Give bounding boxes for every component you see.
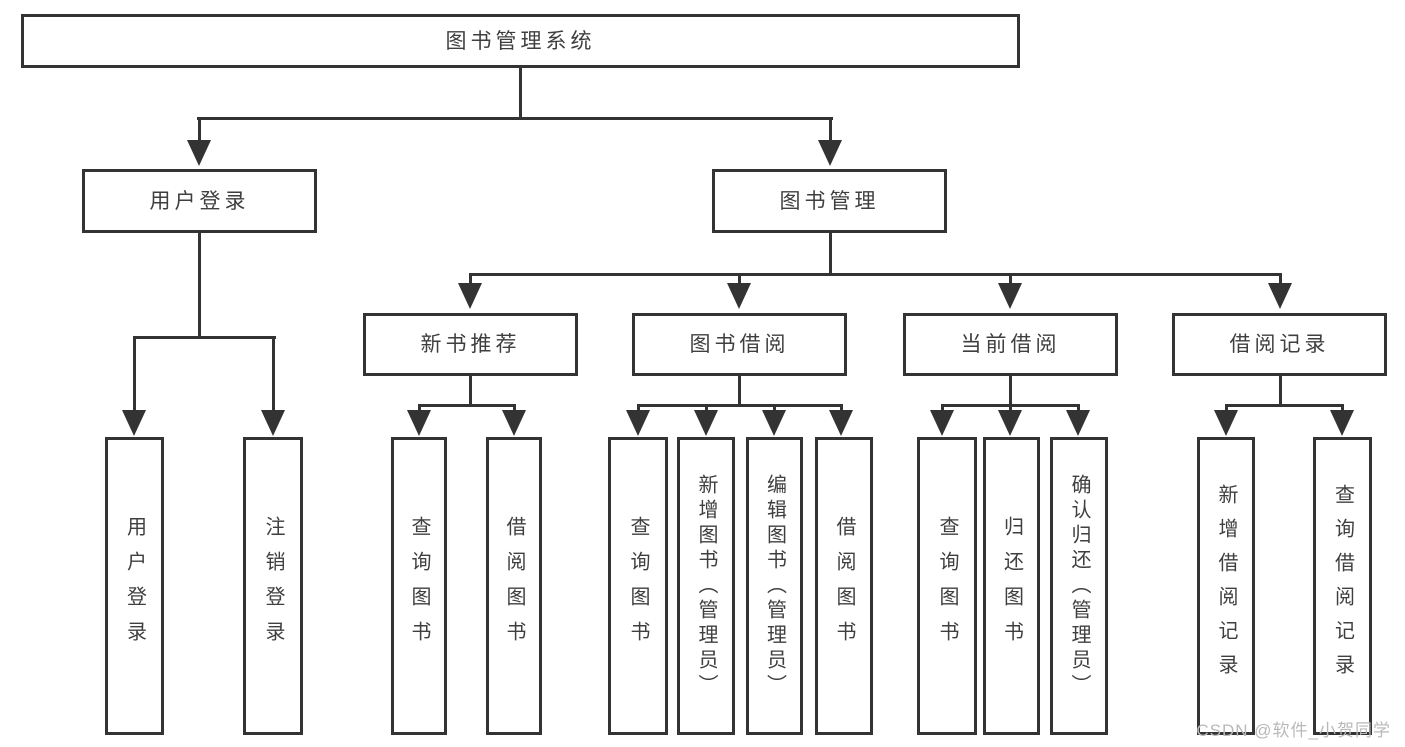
leaf-newbook-borrow-books-label: 借阅图书 (503, 516, 525, 656)
node-current-borrow-label: 当前借阅 (960, 333, 1061, 356)
connector-line (418, 404, 516, 407)
node-root: 图书管理系统 (21, 14, 1020, 68)
leaf-current-confirm-return-admin: 确认归还（管理员） (1050, 437, 1108, 735)
arrow-down-icon (998, 283, 1022, 309)
connector-line (198, 231, 201, 339)
leaf-borrow-borrow-books: 借阅图书 (815, 437, 873, 735)
connector-line (738, 273, 741, 286)
leaf-logout: 注销登录 (243, 437, 303, 735)
connector-line (1279, 273, 1282, 286)
connector-line (1077, 404, 1080, 413)
connector-line (738, 374, 741, 407)
connector-line (272, 336, 275, 413)
leaf-current-return-books-label: 归还图书 (1000, 516, 1023, 656)
connector-line (1225, 404, 1228, 413)
leaf-borrow-query-books: 查询图书 (608, 437, 668, 735)
leaf-borrow-borrow-books-label: 借阅图书 (833, 516, 855, 656)
node-borrow-records: 借阅记录 (1172, 313, 1387, 376)
connector-line (637, 404, 640, 413)
node-current-borrow: 当前借阅 (903, 313, 1118, 376)
leaf-borrow-edit-books-admin: 编辑图书（管理员） (746, 437, 803, 735)
leaf-newbook-borrow-books: 借阅图书 (486, 437, 542, 735)
arrow-down-icon (626, 410, 650, 436)
connector-line (840, 404, 843, 413)
leaf-borrow-add-books-admin-label: 新增图书（管理员） (695, 473, 717, 699)
connector-line (705, 404, 708, 413)
arrow-down-icon (930, 410, 954, 436)
connector-line (198, 117, 201, 143)
arrow-down-icon (502, 410, 526, 436)
connector-line (469, 374, 472, 407)
leaf-user-login: 用户登录 (105, 437, 164, 735)
connector-line (1225, 404, 1344, 407)
arrow-down-icon (1330, 410, 1354, 436)
arrow-down-icon (1066, 410, 1090, 436)
arrow-down-icon (407, 410, 431, 436)
connector-line (941, 404, 944, 413)
arrow-down-icon (694, 410, 718, 436)
connector-line (133, 336, 136, 413)
connector-line (197, 117, 833, 120)
leaf-current-query-books: 查询图书 (917, 437, 977, 735)
leaf-borrow-query-books-label: 查询图书 (627, 516, 649, 656)
leaf-current-query-books-label: 查询图书 (936, 516, 958, 656)
node-user-login: 用户登录 (82, 169, 317, 233)
connector-line (133, 336, 276, 339)
leaf-borrow-edit-books-admin-label: 编辑图书（管理员） (763, 473, 786, 699)
connector-line (469, 273, 472, 286)
leaf-records-add-record: 新增借阅记录 (1197, 437, 1255, 735)
arrow-down-icon (727, 283, 751, 309)
node-new-book-recommend: 新书推荐 (363, 313, 578, 376)
connector-line (829, 117, 832, 143)
arrow-down-icon (261, 410, 285, 436)
node-user-login-label: 用户登录 (149, 189, 250, 213)
arrow-down-icon (829, 410, 853, 436)
connector-line (1009, 374, 1012, 407)
node-book-borrow: 图书借阅 (632, 313, 847, 376)
node-root-label: 图书管理系统 (445, 29, 596, 53)
connector-line (519, 66, 522, 119)
connector-line (513, 404, 516, 413)
leaf-records-add-record-label: 新增借阅记录 (1215, 484, 1237, 688)
connector-line (829, 231, 832, 276)
leaf-newbook-query-books-label: 查询图书 (408, 516, 430, 656)
csdn-watermark: CSDN @软件_小贺同学 (1196, 721, 1391, 740)
arrow-down-icon (187, 140, 211, 166)
connector-line (773, 404, 776, 413)
leaf-current-return-books: 归还图书 (983, 437, 1040, 735)
arrow-down-icon (458, 283, 482, 309)
connector-line (1341, 404, 1344, 413)
leaf-records-query-record-label: 查询借阅记录 (1331, 484, 1354, 688)
leaf-records-query-record: 查询借阅记录 (1313, 437, 1372, 735)
connector-line (637, 404, 843, 407)
leaf-logout-label: 注销登录 (262, 516, 284, 656)
connector-line (1009, 273, 1012, 286)
connector-line (1279, 374, 1282, 407)
node-borrow-records-label: 借阅记录 (1229, 333, 1330, 356)
arrow-down-icon (998, 410, 1022, 436)
connector-line (469, 273, 1282, 276)
leaf-borrow-add-books-admin: 新增图书（管理员） (677, 437, 735, 735)
leaf-user-login-label: 用户登录 (123, 516, 146, 656)
connector-line (418, 404, 421, 413)
arrow-down-icon (1214, 410, 1238, 436)
node-book-borrow-label: 图书借阅 (689, 333, 790, 356)
leaf-current-confirm-return-admin-label: 确认归还（管理员） (1068, 473, 1090, 699)
arrow-down-icon (818, 140, 842, 166)
arrow-down-icon (122, 410, 146, 436)
arrow-down-icon (1268, 283, 1292, 309)
leaf-newbook-query-books: 查询图书 (391, 437, 447, 735)
arrow-down-icon (762, 410, 786, 436)
node-book-mgmt: 图书管理 (712, 169, 947, 233)
connector-line (1009, 404, 1012, 413)
node-book-mgmt-label: 图书管理 (779, 189, 880, 213)
node-new-book-recommend-label: 新书推荐 (420, 333, 521, 356)
